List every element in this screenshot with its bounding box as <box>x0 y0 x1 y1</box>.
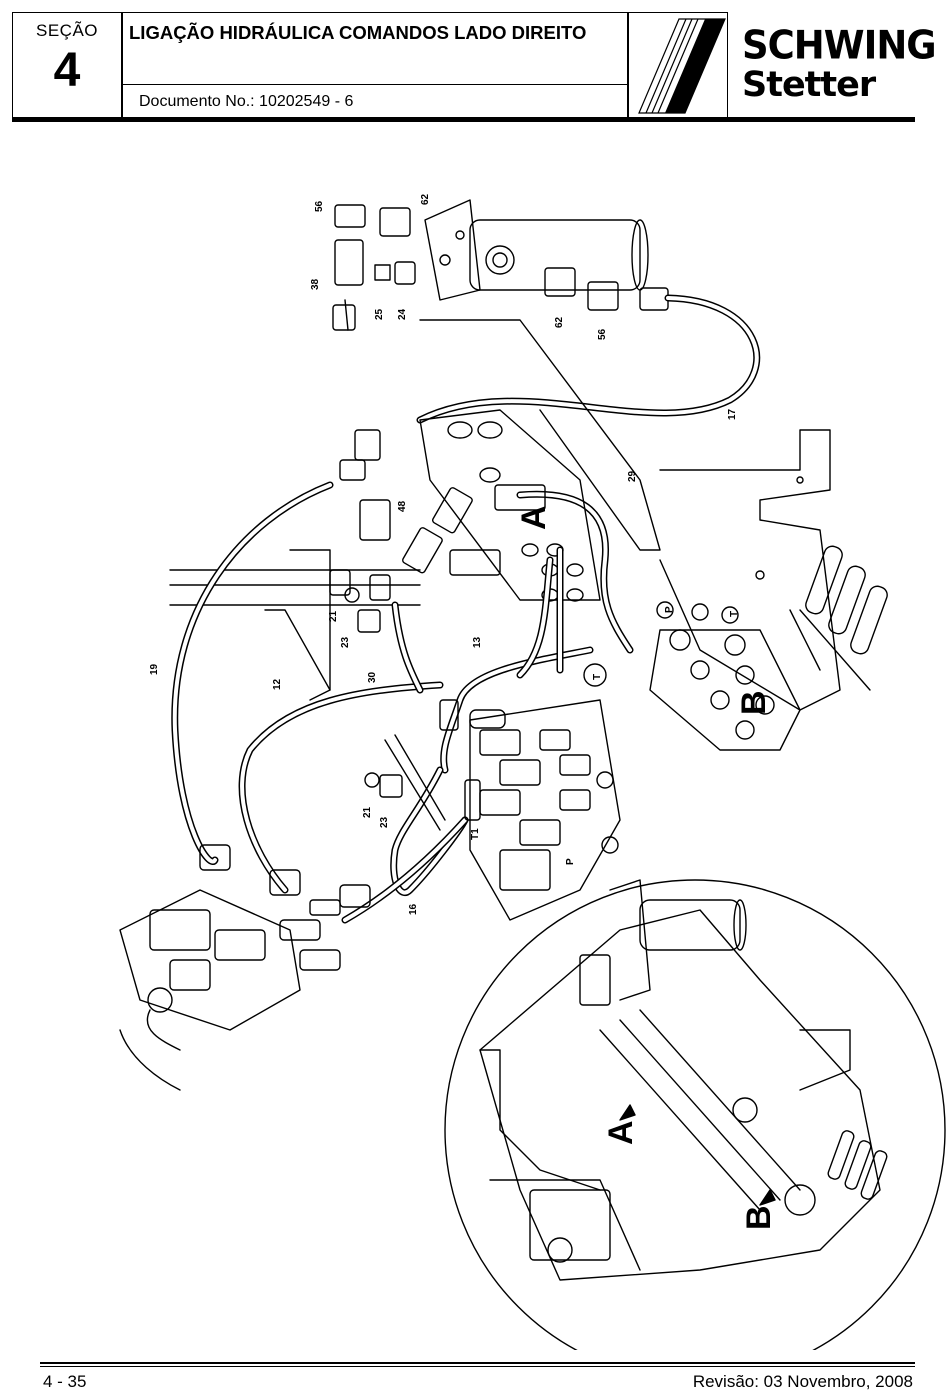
port-p-lower: P <box>565 858 576 865</box>
page-number: 4 - 35 <box>43 1372 87 1391</box>
hose-17 <box>416 294 761 424</box>
port-t-top: T <box>729 611 740 617</box>
callout-62-top: 62 <box>420 193 431 205</box>
section-label: SEÇÃO <box>35 21 99 40</box>
callout-21-upper: 21 <box>328 610 339 622</box>
callout-12: 12 <box>272 678 283 690</box>
logo-schwing: SCHWING <box>742 22 937 69</box>
view-letter-b: B <box>735 690 773 715</box>
callout-19: 19 <box>149 663 160 675</box>
footer-rule-thin <box>40 1366 915 1367</box>
frame-rails <box>169 429 421 701</box>
inset-letter-b: B <box>740 1205 778 1230</box>
hose-19 <box>171 481 334 865</box>
title-divider <box>123 84 627 85</box>
callout-16: 16 <box>408 903 419 915</box>
callout-30: 30 <box>367 671 378 683</box>
callout-56-right: 56 <box>597 328 608 340</box>
logo-stetter: Stetter <box>742 65 876 105</box>
callout-48: 48 <box>397 500 408 512</box>
hose-12 <box>238 681 444 894</box>
footer-rule-thick <box>40 1362 915 1364</box>
callout-62-right: 62 <box>554 316 565 328</box>
page-header: SEÇÃO 4 LIGAÇÃO HIDRÁULICA COMANDOS LADO… <box>12 12 937 122</box>
callout-38: 38 <box>310 278 321 290</box>
callout-23-upper: 23 <box>340 636 351 648</box>
section-box: SEÇÃO 4 <box>12 12 122 119</box>
hose-13 <box>440 646 594 774</box>
header-rule <box>12 117 915 122</box>
callout-25: 25 <box>374 308 385 320</box>
hydraulic-diagram: 56 62 38 25 24 62 56 17 29 48 21 23 30 1… <box>0 130 949 1381</box>
callout-24: 24 <box>397 308 408 320</box>
document-title: LIGAÇÃO HIDRÁULICA COMANDOS LADO DIREITO <box>129 22 587 43</box>
callout-labels: 56 62 38 25 24 62 56 17 29 48 21 23 30 1… <box>149 193 778 1230</box>
document-number: Documento No.: 10202549 - 6 <box>139 93 354 110</box>
callout-17: 17 <box>727 408 738 420</box>
inset-assembly <box>479 879 888 1281</box>
callout-56-top: 56 <box>314 200 325 212</box>
central-manifold <box>384 699 621 921</box>
control-handles <box>799 545 888 691</box>
callout-23-lower: 23 <box>379 816 390 828</box>
slash-logo-icon <box>638 18 726 114</box>
port-t1: T1 <box>470 828 481 840</box>
valve-block-a <box>402 409 601 602</box>
port-p-top: P <box>664 606 675 613</box>
callout-13: 13 <box>472 636 483 648</box>
schwing-stetter-logo: SCHWING Stetter <box>742 22 937 105</box>
exploded-view-svg: 56 62 38 25 24 62 56 17 29 48 21 23 30 1… <box>119 193 946 1381</box>
revision-date: Revisão: 03 Novembro, 2008 <box>692 1372 913 1391</box>
port-t-mid: T <box>592 674 603 680</box>
valve-block-b <box>583 601 801 751</box>
inset-letter-a: A <box>602 1120 640 1145</box>
view-letter-a: A <box>515 505 553 530</box>
support-plate <box>419 319 841 711</box>
callout-21-lower: 21 <box>362 806 373 818</box>
section-number: 4 <box>53 44 81 97</box>
schwing-logo-mark <box>628 12 728 119</box>
callout-29: 29 <box>627 470 638 482</box>
title-box: LIGAÇÃO HIDRÁULICA COMANDOS LADO DIREITO… <box>122 12 628 119</box>
lower-left-valve <box>119 844 371 1091</box>
hose-30 <box>391 601 424 694</box>
